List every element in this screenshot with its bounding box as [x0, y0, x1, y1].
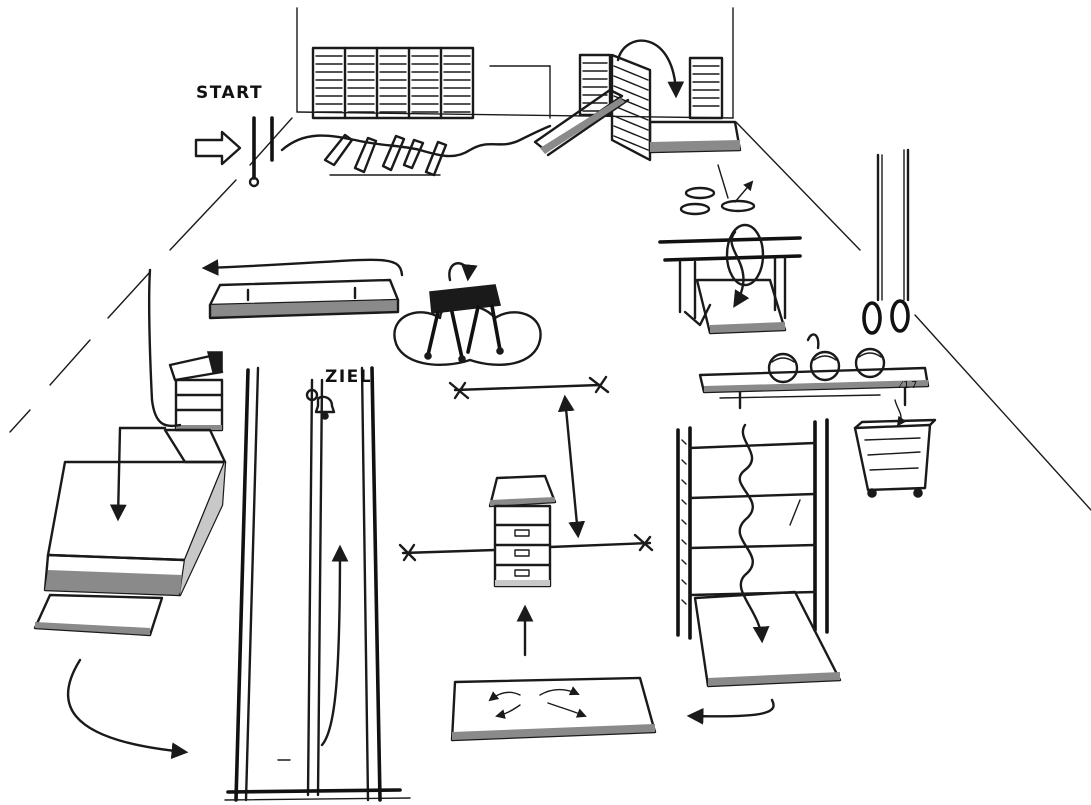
- medicine-balls-bench: ⁄17: [700, 334, 928, 408]
- parallel-bars: [660, 225, 800, 333]
- start-area: START: [196, 83, 550, 186]
- floor-hoops: [681, 165, 754, 214]
- svg-text:⁄17: ⁄17: [898, 380, 919, 391]
- start-arrow: [196, 132, 240, 164]
- gymnastic-rings: [864, 150, 908, 333]
- small-mat-left: [35, 595, 162, 635]
- jump-lines: [400, 377, 652, 560]
- wall-bars-back-left: [313, 48, 550, 118]
- path-arrow-bottom-left: [68, 660, 185, 752]
- start-label: START: [196, 83, 263, 103]
- path-arrow-bottom-right: [690, 700, 774, 716]
- goal-label: ZIEL: [325, 367, 372, 387]
- wall-bars-right: [678, 420, 840, 686]
- balance-bench-top: [205, 260, 402, 318]
- pommel-horse: [394, 263, 540, 365]
- vaulting-box-left: [170, 352, 222, 430]
- wall-bars-back-right: [580, 41, 740, 160]
- crash-mat-left: [45, 430, 225, 595]
- floor-mat-bottom: [452, 678, 655, 740]
- ball-crate: [855, 400, 935, 497]
- finish-lane: [225, 368, 410, 800]
- incline-bench: [535, 90, 628, 155]
- low-hurdles: [325, 135, 446, 175]
- vaulting-box-center: [490, 476, 555, 586]
